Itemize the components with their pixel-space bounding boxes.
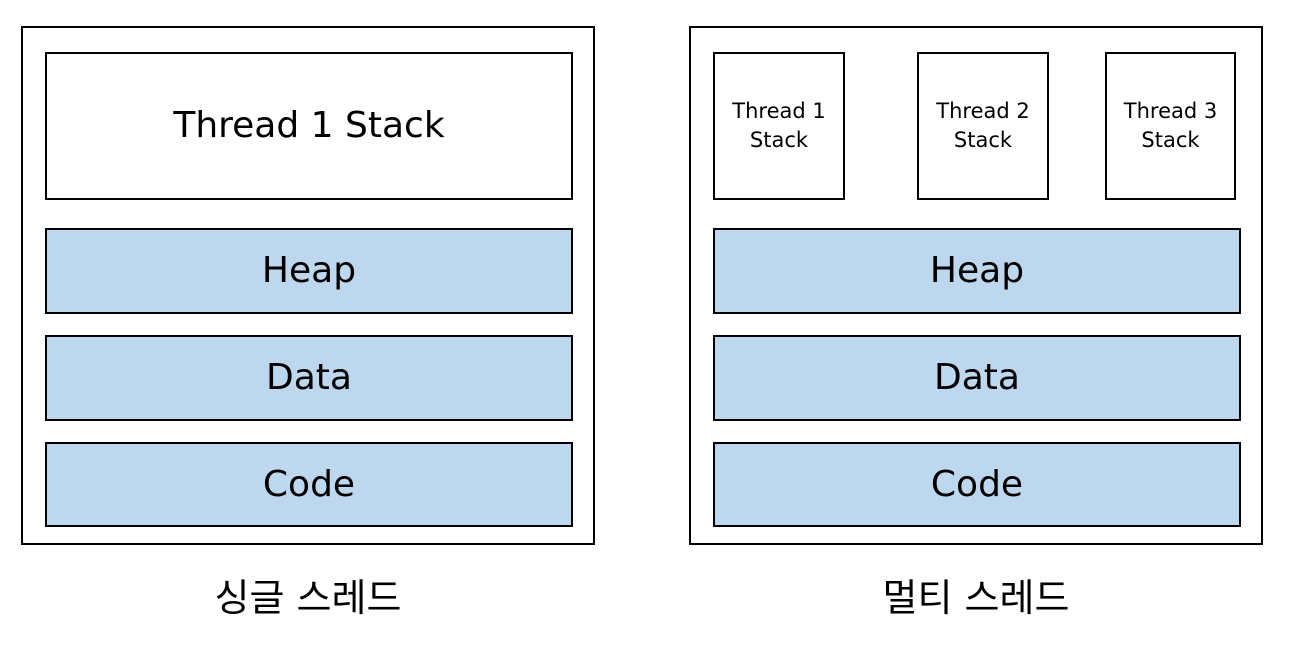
- stack-label: Stack: [1141, 128, 1200, 152]
- stack-label: Stack: [953, 128, 1013, 152]
- heap-block: Heap: [45, 228, 573, 314]
- thread-3-stack-block: Thread 3 Stack: [1105, 52, 1236, 200]
- data-label: Data: [934, 357, 1020, 399]
- thread-2-stack-block: Thread 2 Stack: [917, 52, 1049, 200]
- heap-block: Heap: [713, 228, 1241, 314]
- thread-1-stack-block: Thread 1 Stack: [45, 52, 573, 200]
- thread-1-stack-label: Thread 1 Stack: [173, 105, 445, 147]
- code-label: Code: [930, 463, 1024, 505]
- code-block: Code: [713, 442, 1241, 527]
- thread-1-stack-block: Thread 1 Stack: [713, 52, 845, 200]
- stack-label: Stack: [749, 128, 809, 152]
- code-block: Code: [45, 442, 573, 527]
- thread-2-label: Thread 2: [936, 99, 1030, 123]
- data-label: Data: [266, 357, 352, 399]
- heap-label: Heap: [929, 250, 1025, 292]
- multi-thread-memory-panel: Thread 1 Stack Thread 2 Stack Thread 3 S…: [689, 26, 1263, 545]
- data-block: Data: [713, 335, 1241, 421]
- code-label: Code: [262, 463, 356, 505]
- single-thread-caption: 싱글 스레드: [214, 576, 402, 620]
- single-thread-memory-panel: Thread 1 Stack Heap Data Code: [21, 26, 595, 545]
- multi-thread-caption: 멀티 스레드: [882, 576, 1070, 620]
- thread-1-label: Thread 1: [732, 99, 826, 123]
- heap-label: Heap: [261, 250, 357, 292]
- thread-3-label: Thread 3: [1123, 99, 1218, 123]
- data-block: Data: [45, 335, 573, 421]
